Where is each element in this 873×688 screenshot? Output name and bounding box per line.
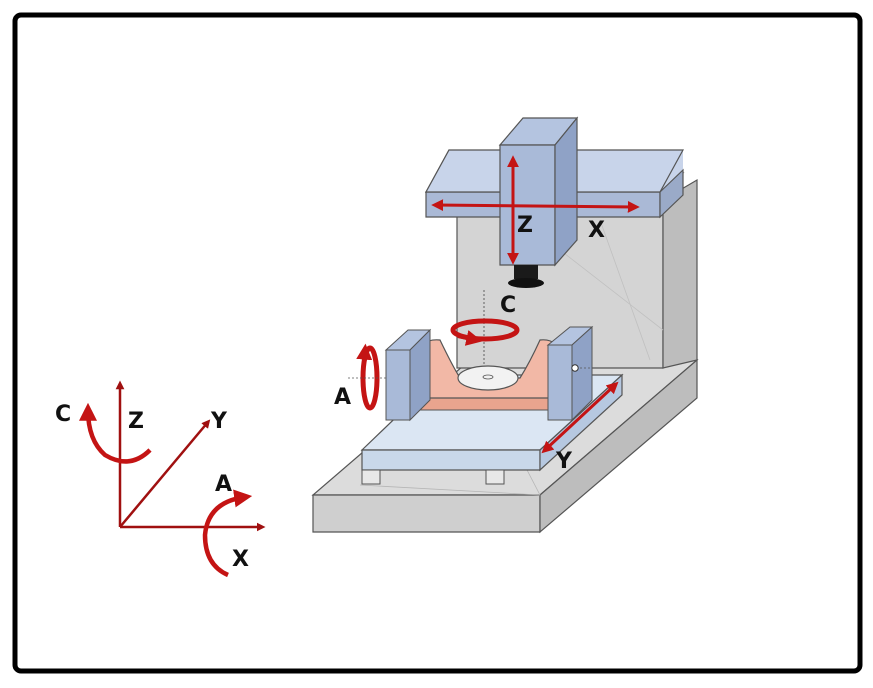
y-axis-arrow [541, 381, 619, 454]
table-foot-left [361, 469, 381, 485]
label-y-machine: Y [555, 449, 573, 474]
a-legend-arrow [202, 489, 253, 578]
label-x-machine: X [588, 218, 605, 243]
tool-tip [508, 278, 544, 288]
trunnion-cradle [417, 339, 561, 411]
tool-holder [514, 265, 538, 279]
pivot-point [571, 364, 579, 372]
x-axis-arrow [431, 199, 640, 213]
label-a-machine: A [334, 385, 351, 410]
label-a-legend: A [215, 472, 232, 497]
label-z-machine: Z [517, 213, 533, 238]
a-rotation-arrow [348, 343, 386, 411]
c-legend-arrow [79, 402, 152, 464]
label-c-machine: C [500, 293, 516, 318]
left-support [384, 328, 432, 422]
label-z-legend: Z [128, 409, 144, 434]
label-y-legend: Y [210, 409, 228, 434]
rotary-table [457, 365, 519, 391]
table-foot-right [485, 469, 505, 485]
label-c-legend: C [55, 402, 71, 427]
label-x-legend: X [232, 547, 249, 572]
c-rotation-arrow [450, 318, 520, 346]
axes-legend: C Z Y A X [55, 380, 266, 578]
